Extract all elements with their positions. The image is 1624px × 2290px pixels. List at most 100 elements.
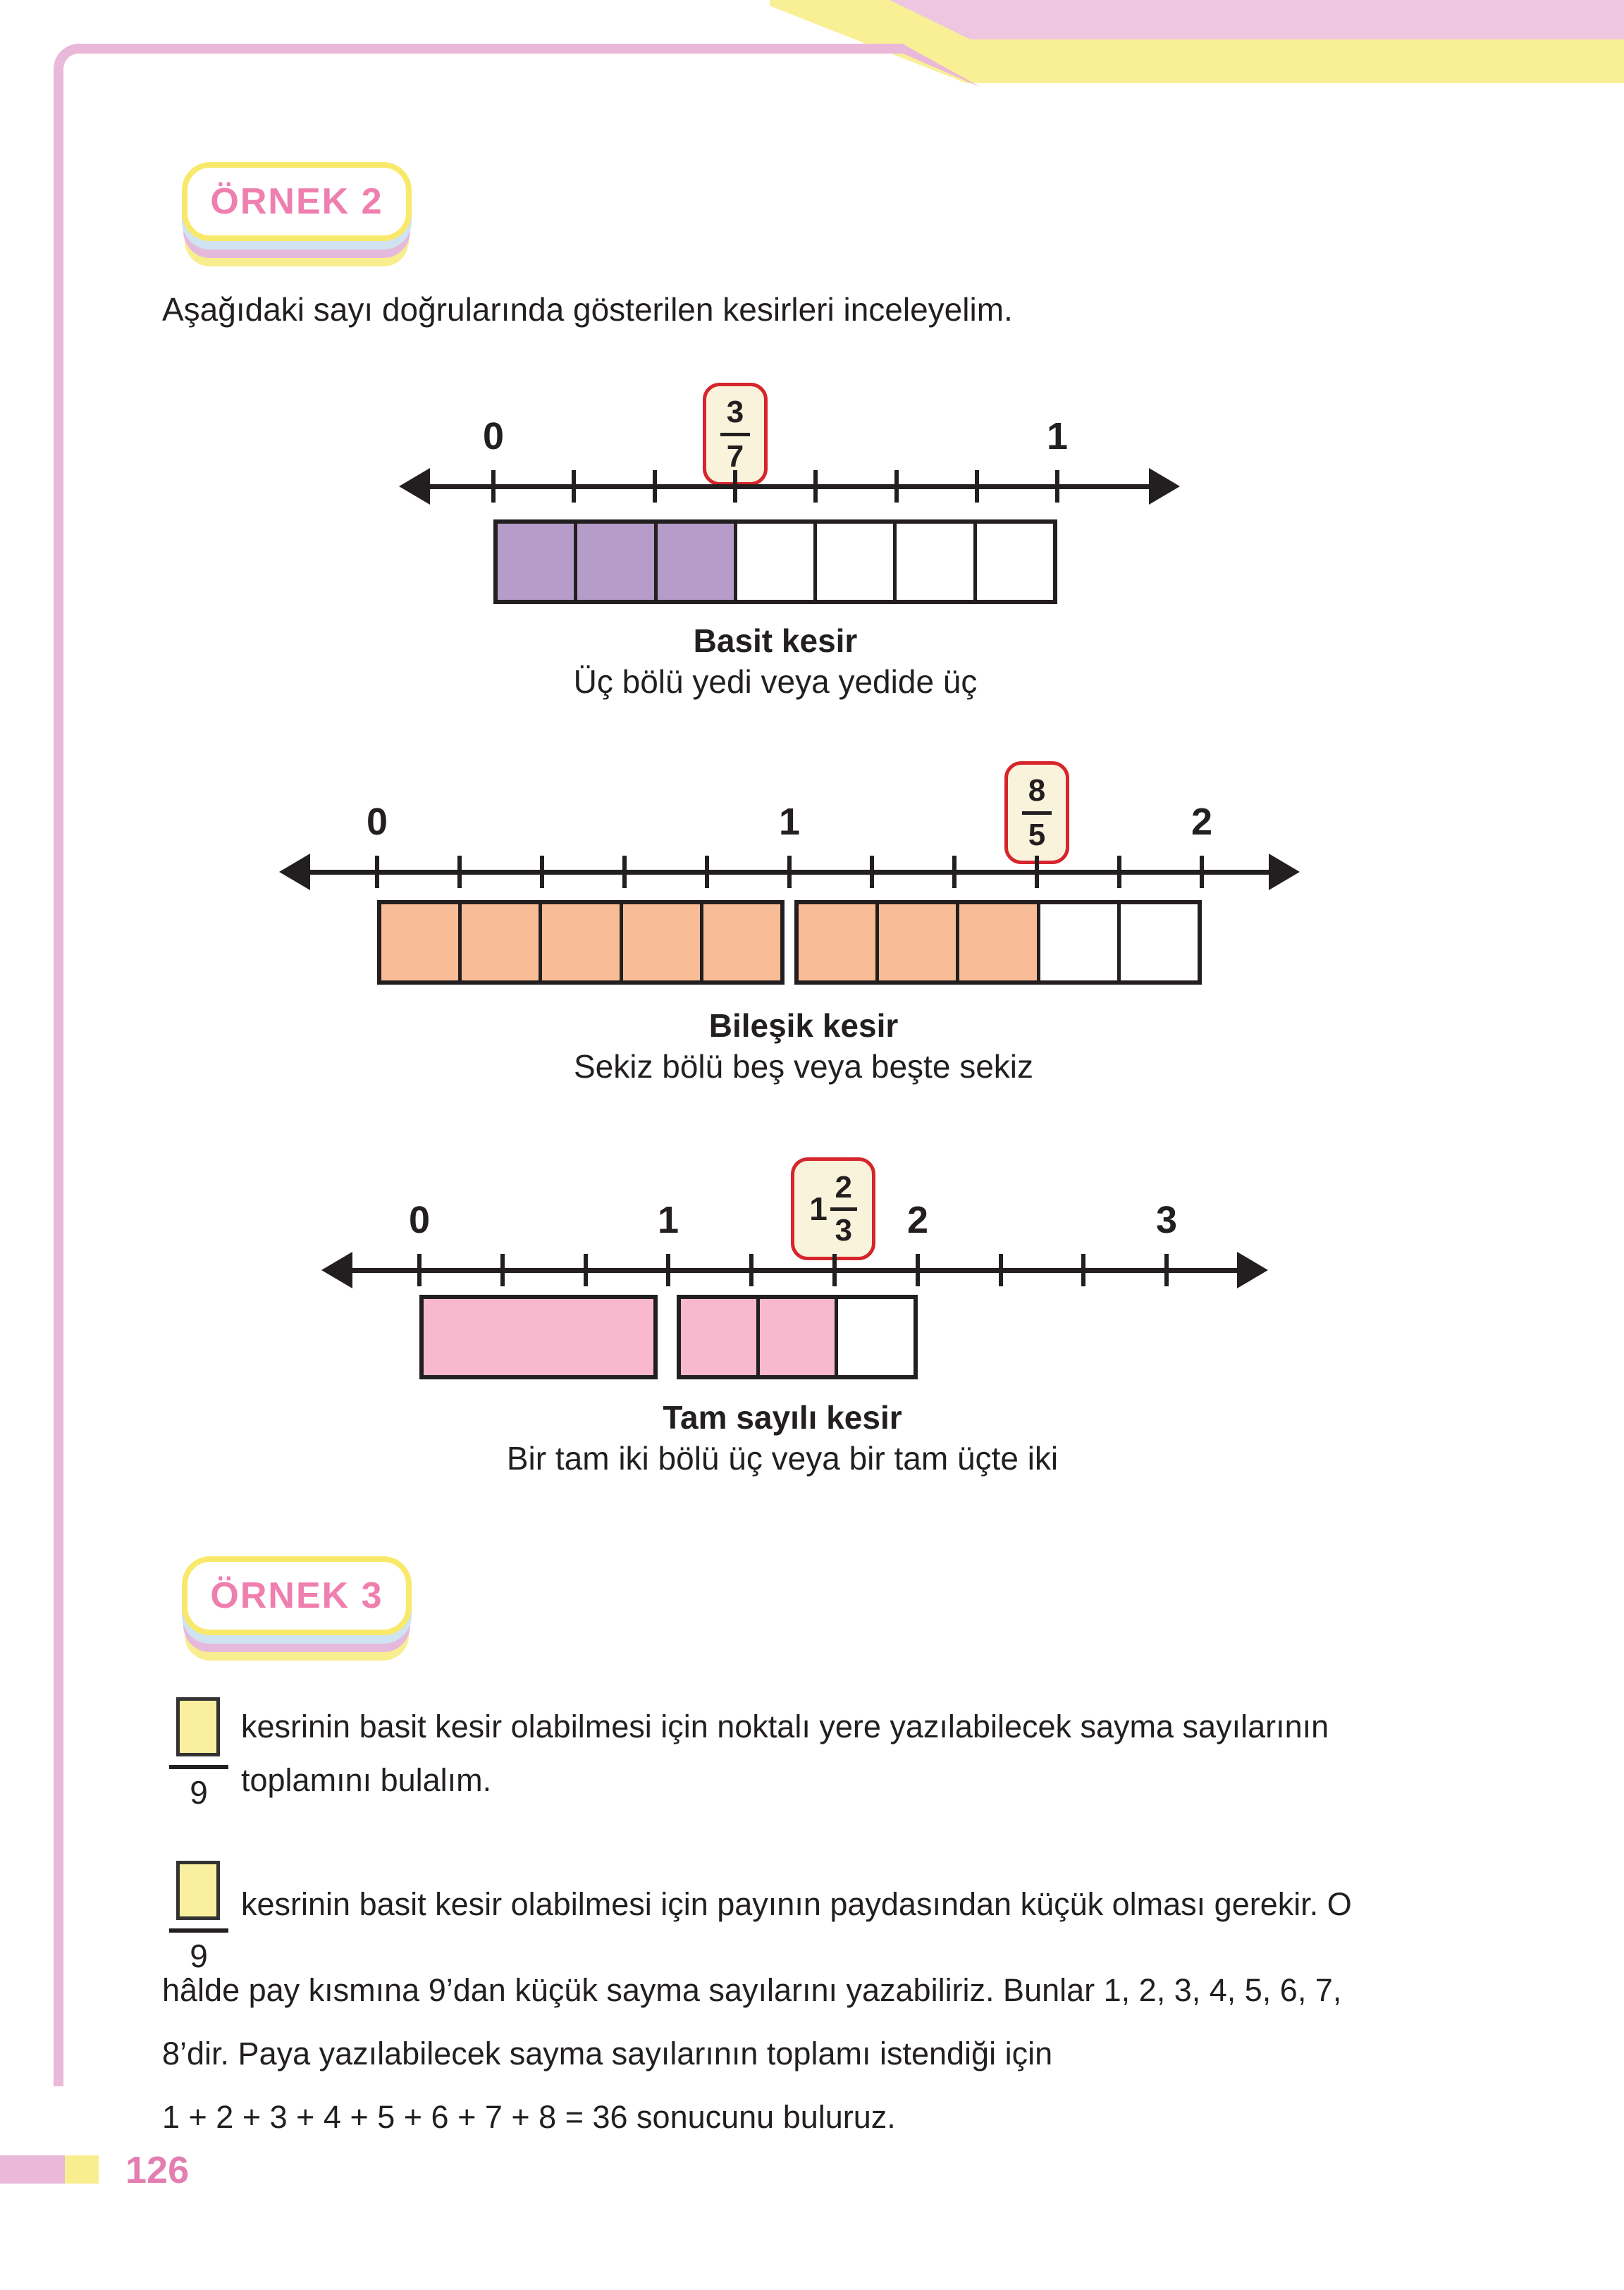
caption-reading: Sekiz bölü beş veya beşte sekiz bbox=[573, 1048, 1034, 1085]
number-label-1: 1 bbox=[1046, 415, 1069, 457]
paragraph2-line1: kesrinin basit kesir olabilmesi için pay… bbox=[241, 1886, 1352, 1922]
example2-badge-label: ÖRNEK 2 bbox=[210, 181, 383, 222]
bar-cell-filled bbox=[756, 1299, 835, 1375]
example3-badge: ÖRNEK 3 bbox=[182, 1556, 412, 1635]
fraction-label-box: 3 7 bbox=[703, 383, 768, 486]
left-arrowhead-icon bbox=[399, 468, 430, 505]
bar-cell-filled bbox=[424, 1299, 653, 1375]
tick-mark bbox=[975, 470, 979, 503]
fraction-numerator: 2 bbox=[835, 1169, 853, 1205]
axis-line bbox=[352, 1268, 1237, 1273]
bar-cell-empty bbox=[1116, 904, 1198, 980]
number-label-3: 3 bbox=[1155, 1199, 1178, 1241]
bar-cell-filled bbox=[799, 904, 876, 980]
paragraph2-line2: hâlde pay kısmına 9’dan küçük sayma sayı… bbox=[162, 1972, 1342, 2008]
tick-mark bbox=[572, 470, 576, 503]
tick-mark bbox=[870, 856, 874, 888]
example3-badge-label: ÖRNEK 3 bbox=[210, 1575, 383, 1616]
bar-cell-filled bbox=[574, 524, 654, 600]
numerator-placeholder-box bbox=[176, 1697, 220, 1756]
tick-mark bbox=[1055, 470, 1059, 503]
tick-mark bbox=[733, 470, 737, 503]
fraction-denominator: 9 bbox=[190, 1774, 208, 1811]
bar-cell-empty bbox=[835, 1299, 914, 1375]
number-label-2: 2 bbox=[1191, 801, 1213, 843]
fraction-denominator: 5 bbox=[1028, 817, 1046, 852]
footer-strip-pink bbox=[0, 2155, 65, 2184]
fraction-bar bbox=[830, 1207, 857, 1211]
fraction-label-box: 8 5 bbox=[1004, 761, 1069, 864]
tick-mark bbox=[999, 1254, 1003, 1286]
fraction-denominator: 7 bbox=[726, 438, 744, 474]
number-label-0: 0 bbox=[482, 415, 505, 457]
right-arrowhead-icon bbox=[1149, 468, 1180, 505]
equation-line: 1 + 2 + 3 + 4 + 5 + 6 + 7 + 8 = 36 sonuc… bbox=[162, 2099, 896, 2135]
tick-mark bbox=[540, 856, 544, 888]
tick-mark bbox=[894, 470, 899, 503]
footer-strip-yellow bbox=[65, 2155, 99, 2184]
bar-cell-filled bbox=[653, 524, 734, 600]
axis-line bbox=[430, 484, 1149, 489]
bar-cell-empty bbox=[1036, 904, 1117, 980]
fraction-bar bbox=[169, 1765, 228, 1769]
bar-cell-empty bbox=[893, 524, 973, 600]
bar-cell-filled bbox=[619, 904, 700, 980]
bar-cell-empty bbox=[733, 524, 814, 600]
tick-mark bbox=[832, 1254, 837, 1286]
fraction-stack: 2 3 bbox=[830, 1169, 857, 1248]
tick-mark bbox=[1035, 856, 1039, 888]
caption-title: Basit kesir bbox=[693, 622, 858, 659]
bar-cell-filled bbox=[458, 904, 539, 980]
intro-text: Aşağıdaki sayı doğrularında gösterilen k… bbox=[162, 291, 1013, 328]
tick-mark bbox=[622, 856, 627, 888]
bar-cell-filled bbox=[875, 904, 956, 980]
bar-cell-filled bbox=[699, 904, 781, 980]
paragraph1-line2: toplamını bulalım. bbox=[241, 1762, 492, 1798]
number-label-0: 0 bbox=[408, 1199, 431, 1241]
tick-mark bbox=[500, 1254, 505, 1286]
bar-cell-filled bbox=[539, 904, 620, 980]
caption-title: Bileşik kesir bbox=[708, 1007, 899, 1044]
caption-title: Tam sayılı kesir bbox=[663, 1399, 902, 1436]
tick-mark bbox=[749, 1254, 753, 1286]
tick-mark bbox=[787, 856, 792, 888]
fraction-strip-fifths-first bbox=[377, 900, 785, 985]
tick-mark bbox=[1117, 856, 1121, 888]
fraction-bar bbox=[720, 432, 750, 436]
tick-mark bbox=[653, 470, 657, 503]
number-label-1: 1 bbox=[657, 1199, 679, 1241]
bar-cell-empty bbox=[813, 524, 894, 600]
tick-mark bbox=[491, 470, 496, 503]
right-arrowhead-icon bbox=[1237, 1252, 1268, 1288]
whole-strip bbox=[419, 1295, 658, 1379]
fraction-strip-thirds bbox=[677, 1295, 918, 1379]
tick-mark bbox=[457, 856, 462, 888]
tick-mark bbox=[417, 1254, 422, 1286]
tick-mark bbox=[584, 1254, 588, 1286]
fraction-bar bbox=[169, 1928, 228, 1933]
tick-mark bbox=[705, 856, 709, 888]
example2-badge: ÖRNEK 2 bbox=[182, 162, 412, 241]
fraction-strip-sevenths bbox=[493, 519, 1057, 604]
fraction-numerator: 8 bbox=[1028, 772, 1046, 808]
fraction-denominator: 3 bbox=[835, 1212, 853, 1248]
tick-mark bbox=[952, 856, 956, 888]
number-label-2: 2 bbox=[906, 1199, 929, 1241]
number-label-0: 0 bbox=[366, 801, 388, 843]
tick-mark bbox=[916, 1254, 920, 1286]
tick-mark bbox=[813, 470, 818, 503]
bar-cell-filled bbox=[956, 904, 1037, 980]
fraction-denominator: 9 bbox=[190, 1938, 208, 1974]
paragraph1-line1: kesrinin basit kesir olabilmesi için nok… bbox=[241, 1709, 1329, 1744]
tick-mark bbox=[375, 856, 379, 888]
fraction-whole: 1 bbox=[809, 1190, 828, 1227]
tick-mark bbox=[1081, 1254, 1085, 1286]
page-border bbox=[54, 44, 904, 2086]
right-arrowhead-icon bbox=[1269, 854, 1300, 890]
tick-mark bbox=[666, 1254, 670, 1286]
mixed-fraction-label-box: 1 2 3 bbox=[791, 1157, 875, 1260]
left-arrowhead-icon bbox=[321, 1252, 352, 1288]
bar-cell-filled bbox=[681, 1299, 756, 1375]
bar-cell-filled bbox=[381, 904, 459, 980]
